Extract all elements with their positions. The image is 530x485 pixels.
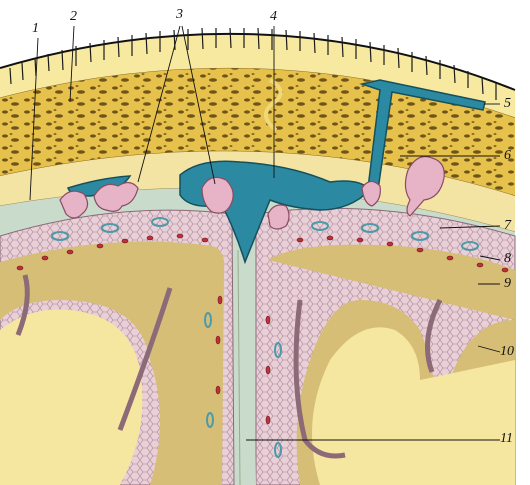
label-10: 10 <box>500 344 514 359</box>
arachnoid-granulations <box>59 155 445 230</box>
label-2: 2 <box>70 9 77 24</box>
label-7: 7 <box>504 218 511 233</box>
label-5: 5 <box>504 96 511 111</box>
label-1: 1 <box>32 21 39 36</box>
label-8: 8 <box>504 251 511 266</box>
brain-hemisphere-right <box>255 207 516 485</box>
leader-lines <box>29 25 501 441</box>
brain-hemisphere-left <box>0 209 235 485</box>
label-11: 11 <box>500 431 513 446</box>
longitudinal-fissure <box>232 214 256 485</box>
label-6: 6 <box>504 148 511 163</box>
label-9: 9 <box>504 276 511 291</box>
label-4: 4 <box>270 9 277 24</box>
label-3: 3 <box>176 7 183 22</box>
pia-vessels <box>16 217 509 458</box>
